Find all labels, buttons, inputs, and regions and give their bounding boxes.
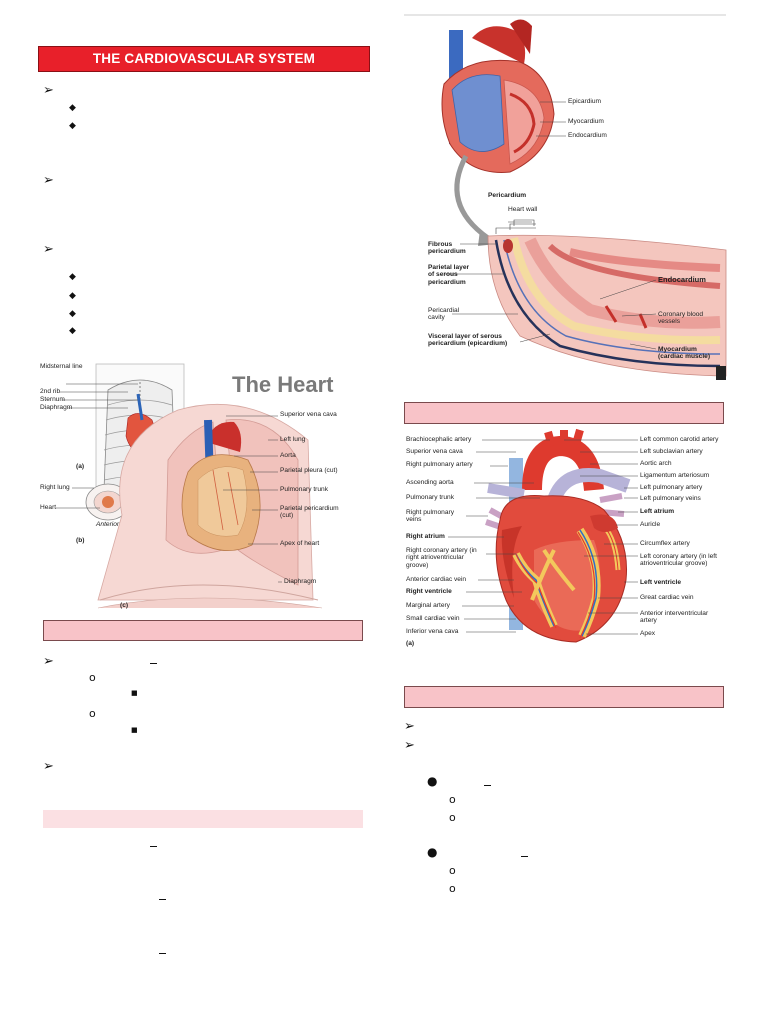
dash-mark [521, 856, 528, 857]
label-endocardium-right: Endocardium [658, 275, 706, 284]
section-heading-bar-light [43, 810, 363, 828]
arrow-bullet-icon: ➢ [43, 83, 54, 98]
dot-bullet-icon: ● [427, 774, 438, 788]
label-aortic-arch: Aortic arch [640, 460, 672, 467]
label-left-atrium: Left atrium [640, 508, 675, 515]
label-right-lung: Right lung [40, 484, 70, 491]
label-pulmonary-trunk: Pulmonary trunk [406, 494, 455, 501]
label-sternum: Sternum [40, 396, 65, 403]
panel-b-label: (b) [76, 537, 85, 544]
section-title: THE CARDIOVASCULAR SYSTEM [38, 46, 370, 72]
label-diaphragm-c: Diaphragm [284, 578, 317, 585]
label-myocardium-cardiac-muscle: Myocardium (cardiac muscle) [658, 346, 711, 361]
label-apex: Apex [640, 630, 656, 637]
label-ligamentum-arteriosum: Ligamentum arteriosum [640, 472, 710, 479]
label-coronary-blood-vessels: Coronary blood vessels [658, 311, 704, 326]
label-diaphragm-a: Diaphragm [40, 404, 73, 411]
label-aorta: Aorta [280, 452, 296, 459]
label-endocardium-top: Endocardium [568, 132, 607, 139]
label-right-pulmonary-artery: Right pulmonary artery [406, 461, 473, 468]
dash-mark [150, 663, 157, 664]
panel-c-label: (c) [120, 602, 129, 609]
label-heart: Heart [40, 504, 57, 511]
arrow-bullet-icon: ➢ [404, 719, 415, 734]
label-circumflex-artery: Circumflex artery [640, 540, 690, 547]
label-left-subclavian-artery: Left subclavian artery [640, 448, 703, 455]
square-bullet-icon: ■ [131, 726, 138, 734]
diamond-bullet-icon: ◆ [69, 272, 76, 282]
figure-heart-anterior-drawing [448, 428, 638, 643]
label-left-lung: Left lung [280, 436, 306, 443]
diamond-bullet-icon: ◆ [69, 309, 76, 319]
label-left-pulmonary-veins: Left pulmonary veins [640, 495, 701, 502]
figure-heart-location: The Heart Midsternal line 2nd rib Sternu… [38, 360, 364, 615]
label-right-ventricle: Right ventricle [406, 588, 452, 595]
diamond-bullet-icon: ◆ [69, 103, 76, 113]
section-heading-bar [404, 402, 724, 424]
figure-heart-wall: Epicardium Myocardium Endocardium Perica… [400, 14, 727, 380]
label-pulmonary-trunk: Pulmonary trunk [280, 486, 329, 493]
label-marginal-artery: Marginal artery [406, 602, 450, 609]
label-epicardium: Epicardium [568, 98, 601, 105]
section-heading-bar [43, 620, 363, 641]
label-superior-vena-cava: Superior vena cava [406, 448, 463, 455]
square-bullet-icon: ■ [131, 689, 138, 697]
panel-a-label: (a) [76, 463, 85, 470]
label-heart-wall: Heart wall [508, 206, 538, 213]
diamond-bullet-icon: ◆ [69, 291, 76, 301]
label-left-common-carotid-artery: Left common carotid artery [640, 436, 719, 443]
label-great-cardiac-vein: Great cardiac vein [640, 594, 694, 601]
dash-mark [159, 899, 166, 900]
label-brachiocephalic-artery: Brachiocephalic artery [406, 436, 472, 443]
label-pericardial-cavity: Pericardial cavity [428, 307, 460, 322]
figure-heading: The Heart [232, 372, 334, 397]
label-small-cardiac-vein: Small cardiac vein [406, 615, 460, 622]
circle-bullet-icon: o [89, 707, 96, 720]
panel-a-label: (a) [406, 640, 415, 647]
circle-bullet-icon: o [449, 793, 456, 806]
label-2nd-rib: 2nd rib [40, 388, 61, 395]
label-midsternal-line: Midsternal line [40, 363, 83, 370]
label-anterior-interventricular-artery: Anterior interventricular artery [640, 610, 709, 625]
figure-heart-wall-drawing [404, 14, 727, 380]
section-heading-bar [404, 686, 724, 708]
dash-mark [159, 953, 166, 954]
dot-bullet-icon: ● [427, 845, 438, 859]
figure-heart-location-drawing [56, 363, 323, 609]
label-visceral-serous-pericardium: Visceral layer of serous pericardium (ep… [428, 333, 508, 348]
circle-bullet-icon: o [89, 671, 96, 684]
label-anterior-cardiac-vein: Anterior cardiac vein [406, 576, 467, 583]
arrow-bullet-icon: ➢ [43, 242, 54, 257]
label-left-ventricle: Left ventricle [640, 579, 682, 586]
label-auricle: Auricle [640, 521, 661, 528]
arrow-bullet-icon: ➢ [404, 738, 415, 753]
arrow-bullet-icon: ➢ [43, 173, 54, 188]
label-superior-vena-cava: Superior vena cava [280, 411, 337, 418]
label-inferior-vena-cava: Inferior vena cava [406, 628, 459, 635]
diamond-bullet-icon: ◆ [69, 121, 76, 131]
circle-bullet-icon: o [449, 864, 456, 877]
label-left-coronary-artery: Left coronary artery (in left atrioventr… [640, 553, 717, 568]
dash-mark [150, 846, 157, 847]
label-parietal-pleura: Parietal pleura (cut) [280, 467, 338, 474]
label-right-pulmonary-veins: Right pulmonary veins [406, 509, 455, 524]
label-parietal-serous-pericardium: Parietal layer of serous pericardium [428, 264, 470, 286]
arrow-bullet-icon: ➢ [43, 759, 54, 774]
label-parietal-pericardium: Parietal pericardium (cut) [280, 505, 339, 519]
circle-bullet-icon: o [449, 811, 456, 824]
label-anterior: Anterior [96, 521, 120, 528]
diamond-bullet-icon: ◆ [69, 326, 76, 336]
label-left-pulmonary-artery: Left pulmonary artery [640, 484, 703, 491]
label-pericardium: Pericardium [488, 192, 527, 199]
label-right-atrium: Right atrium [406, 533, 445, 540]
label-fibrous-pericardium: Fibrous pericardium [428, 241, 466, 256]
label-apex-of-heart: Apex of heart [280, 540, 320, 547]
label-ascending-aorta: Ascending aorta [406, 479, 454, 486]
circle-bullet-icon: o [449, 882, 456, 895]
arrow-bullet-icon: ➢ [43, 654, 54, 669]
label-myocardium: Myocardium [568, 118, 604, 125]
dash-mark [484, 785, 491, 786]
figure-heart-anterior: (a) Brachiocephalic artery Superior vena… [404, 428, 726, 652]
label-right-coronary-artery: Right coronary artery (in right atrioven… [406, 547, 477, 569]
